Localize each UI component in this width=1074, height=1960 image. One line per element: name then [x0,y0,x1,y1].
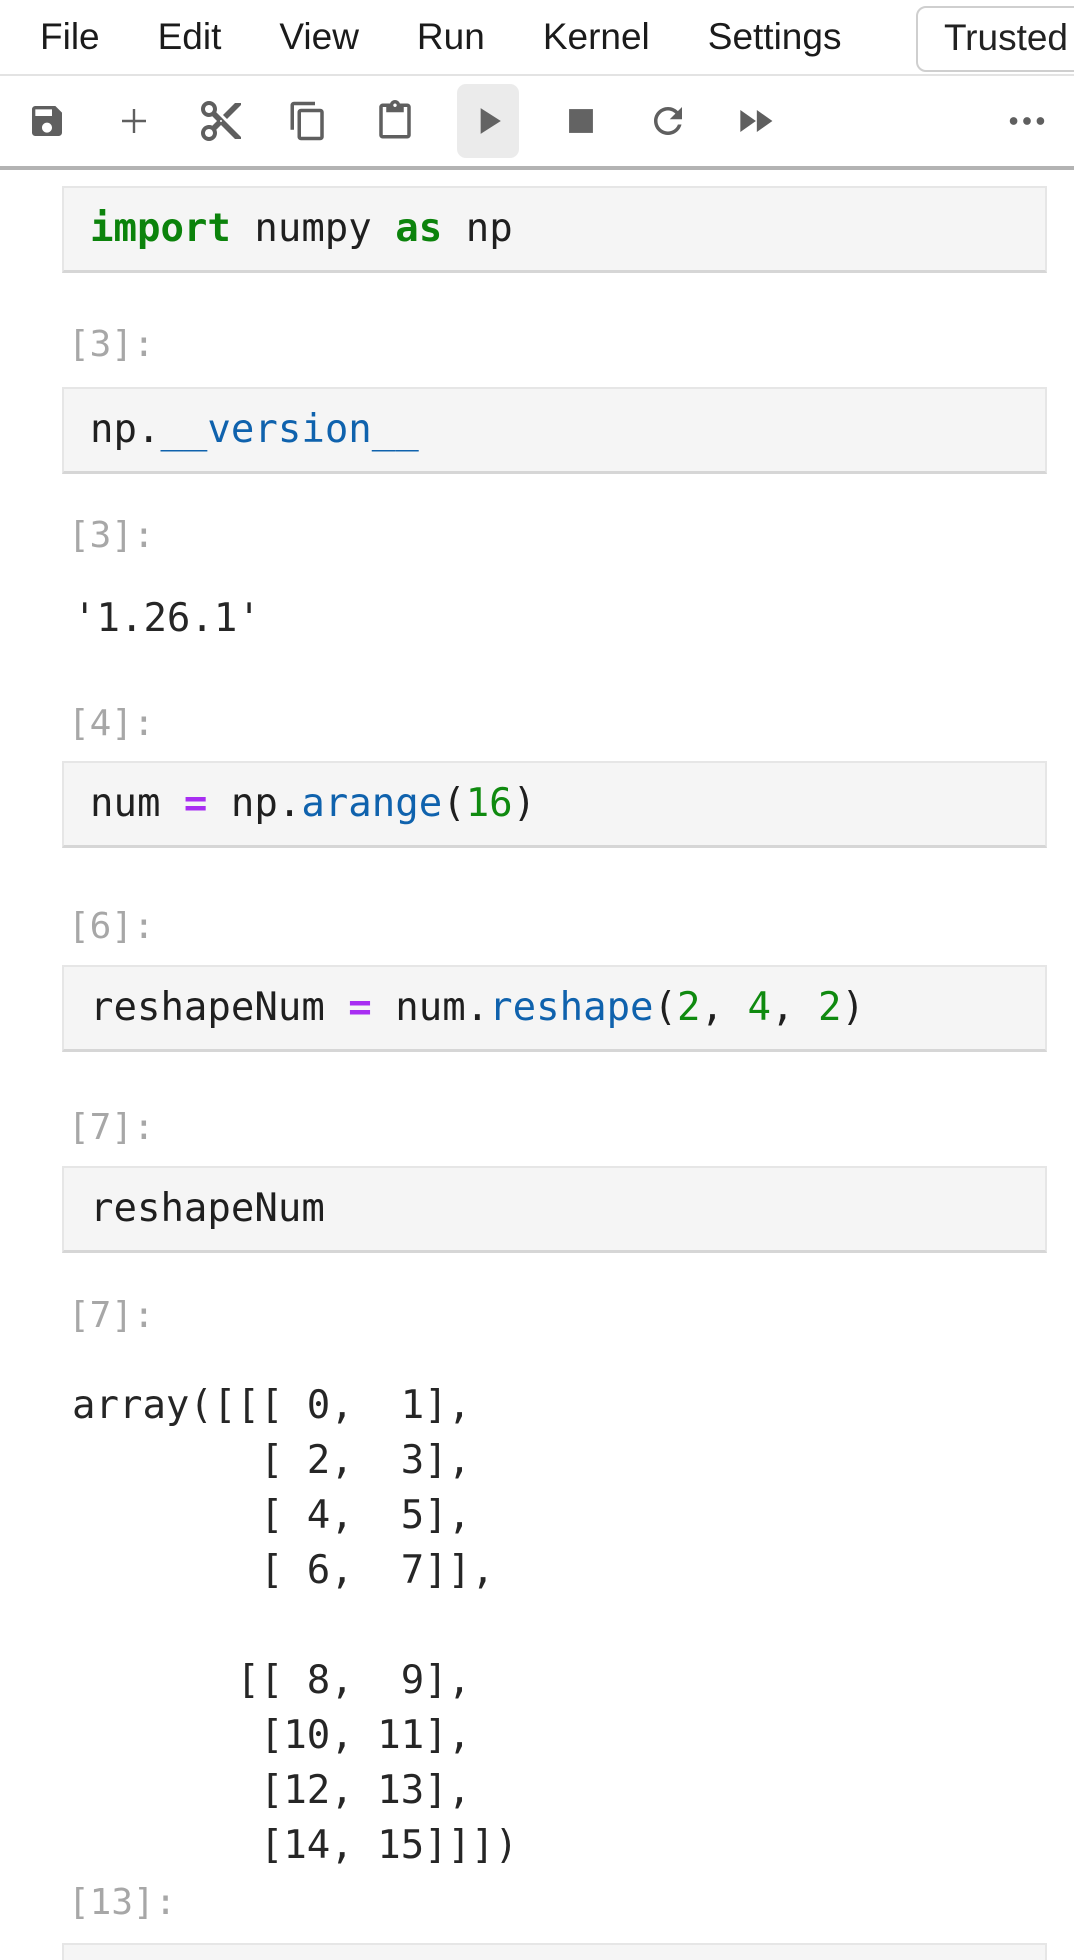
restart-icon [653,107,682,135]
interrupt-kernel-button[interactable] [556,84,606,158]
output-execution-count: [3]: [68,515,155,556]
notebook-content: import numpy as np [3]: np.__version__ [… [0,186,1074,1960]
code-cell-input[interactable]: np.__version__ [62,387,1047,474]
trusted-button[interactable]: Trusted [915,6,1074,72]
code-line: np.__version__ [90,407,419,452]
paste-cells-button[interactable] [370,84,420,158]
plus-icon [122,109,146,133]
notebook-toolbar [0,76,1074,170]
code-cell-input[interactable]: reshapeNum = num.reshape(2, 4, 2) [62,965,1047,1052]
ellipsis-icon [1009,117,1045,125]
restart-run-all-button[interactable] [730,84,780,158]
paste-icon [379,100,411,139]
execution-count: [13]: [68,1882,177,1923]
execution-count: [7]: [68,1107,155,1148]
scissors-icon [201,101,241,141]
execution-count: [3]: [68,324,155,365]
cell-output-array: array([[[ 0, 1], [ 2, 3], [ 4, 5], [ 6, … [72,1383,519,1868]
menu-run[interactable]: Run [416,16,485,57]
code-line: import numpy as np [90,206,513,251]
code-line: reshapeNum = num.reshape(2, 4, 2) [90,985,865,1030]
menu-edit[interactable]: Edit [157,16,222,57]
insert-cell-button[interactable] [109,84,159,158]
play-icon [480,108,501,134]
code-cell-input[interactable]: reshapeNum [62,1166,1047,1253]
code-cell-input[interactable]: num = np.arange(16) [62,761,1047,848]
execution-count: [6]: [68,906,155,947]
cut-cells-button[interactable] [196,84,246,158]
run-cell-button[interactable] [457,84,519,158]
more-commands-button[interactable] [1002,84,1052,158]
code-cell-input[interactable]: import numpy as np [62,186,1047,273]
menu-settings[interactable]: Settings [707,16,842,57]
save-icon [32,106,62,136]
menu-kernel[interactable]: Kernel [542,16,650,57]
fast-forward-icon [740,110,773,132]
output-execution-count: [7]: [68,1295,155,1336]
code-line: reshapeNum [90,1186,325,1231]
stop-icon [569,109,593,133]
copy-icon [290,101,324,141]
execution-count: [4]: [68,703,155,744]
code-line: num = np.arange(16) [90,781,537,826]
notebook-menubar: File Edit View Run Kernel Settings Trust… [0,0,1074,76]
cell-output: '1.26.1' [73,596,261,641]
restart-kernel-button[interactable] [643,84,693,158]
menu-view[interactable]: View [279,16,359,57]
menu-file[interactable]: File [40,16,100,57]
save-button[interactable] [22,84,72,158]
copy-cells-button[interactable] [283,84,333,158]
code-cell-input[interactable] [62,1943,1047,1960]
